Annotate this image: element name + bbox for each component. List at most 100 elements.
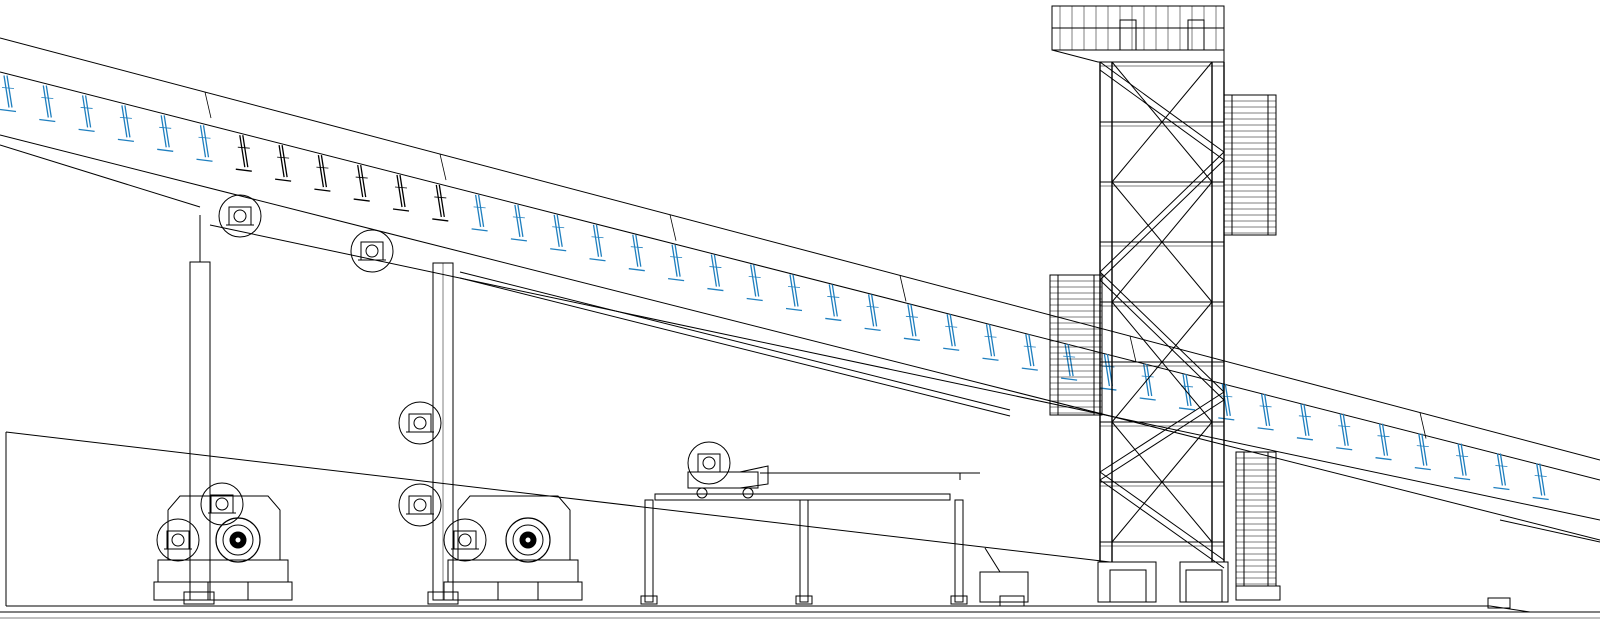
idler-set <box>1139 363 1156 401</box>
idler-roll <box>1456 455 1469 457</box>
floor-end <box>1489 605 1531 613</box>
stair-stringer-4 <box>1099 391 1225 473</box>
landing-right-upper <box>1223 94 1277 236</box>
idler-post <box>946 314 953 347</box>
idler-roll <box>1063 355 1076 358</box>
drive-unit-1-guard <box>167 495 281 561</box>
idler-base <box>0 108 17 113</box>
stair-stringer-lower-3 <box>1099 279 1225 401</box>
bend-pulley-3-ring <box>200 482 244 526</box>
idler-post <box>514 204 521 237</box>
idler-base <box>982 357 999 361</box>
idler-post-2 <box>831 284 838 317</box>
idler-base <box>392 208 410 212</box>
tower-brace-b <box>1111 61 1213 183</box>
idler-post-2 <box>1421 433 1428 466</box>
idler-post-2 <box>1185 373 1192 407</box>
idler-post-2 <box>674 244 681 277</box>
idler-set <box>510 204 527 242</box>
idler-base <box>432 218 449 222</box>
idler-set <box>196 125 213 162</box>
column-1-baseplate <box>183 591 215 605</box>
idler-post <box>199 125 207 158</box>
idler-post-2 <box>124 105 131 138</box>
idler-post <box>1457 443 1464 476</box>
idler-post-2 <box>1342 413 1349 446</box>
idler-post <box>1339 413 1346 446</box>
bend-pulley-1 <box>398 401 442 445</box>
idler-set <box>471 194 488 232</box>
idler-set <box>1257 393 1274 431</box>
idler-base <box>1414 466 1431 471</box>
idler-post <box>1300 403 1307 436</box>
idler-roll <box>41 97 54 99</box>
idler-post <box>81 95 89 128</box>
idler-set <box>157 115 174 152</box>
idler-roll <box>866 305 879 308</box>
drive-pulley-2-shaft <box>458 533 472 547</box>
idler-post-2 <box>988 324 996 357</box>
idler-roll <box>434 196 447 199</box>
drive-units <box>153 495 583 601</box>
tower-brace-b <box>1111 421 1213 543</box>
idler-post <box>1496 453 1504 486</box>
takeup-car-body <box>687 471 759 489</box>
gallery-bay-mark-2 <box>439 153 447 181</box>
idler-post <box>1536 463 1543 496</box>
idler-post <box>750 264 757 297</box>
idler-post-2 <box>1263 393 1271 426</box>
idler-set <box>550 214 567 252</box>
idler-post <box>985 324 993 357</box>
idler-set <box>668 244 685 282</box>
idler-set <box>1454 443 1471 481</box>
idler-roll <box>1416 445 1429 448</box>
takeup-leg-foot-3 <box>950 595 968 605</box>
idler-roll <box>1 87 15 89</box>
idler-roll <box>1220 395 1233 398</box>
idler-base <box>157 148 174 152</box>
idler-roll <box>80 107 93 109</box>
drive-unit-1-motor-inner <box>222 524 254 556</box>
stair-foundation <box>1235 585 1281 601</box>
conveyor-gallery <box>0 37 1600 543</box>
snub-pulley-1-shaft <box>233 209 247 223</box>
idler-post-2 <box>84 95 92 128</box>
idler-base <box>471 228 488 232</box>
idler-post-2 <box>556 214 563 247</box>
stair-stringer-2 <box>1099 151 1225 273</box>
idler-base <box>1218 417 1235 421</box>
belt-return-lower-2 <box>459 277 1011 417</box>
takeup-wheel-2 <box>742 487 754 499</box>
idler-set <box>982 324 999 361</box>
idler-set <box>864 294 881 332</box>
idler-set <box>903 304 920 341</box>
top-platform-underside <box>1051 49 1225 63</box>
idler-base <box>314 188 331 192</box>
idler-post-2 <box>792 274 799 307</box>
takeup-wheel-1 <box>696 487 708 499</box>
idler-set <box>1493 453 1510 491</box>
idler-set <box>1532 463 1549 501</box>
idler-roll <box>394 186 408 189</box>
belt-head-lower <box>1499 519 1600 543</box>
gallery-bay-mark-4 <box>899 275 907 302</box>
tower-foundation-1 <box>1097 561 1157 603</box>
idler-base <box>1178 407 1196 411</box>
idler-set <box>785 274 803 312</box>
idler-post <box>278 145 285 178</box>
idler-post-2 <box>45 85 52 118</box>
bend-pulley-1-shaft <box>413 416 427 430</box>
drive-unit-1-skid <box>153 581 293 601</box>
idler-post <box>121 105 128 138</box>
idler-roll <box>159 126 172 129</box>
belt-return-lower <box>459 271 1011 411</box>
pulleys <box>156 194 731 562</box>
idler-set <box>1414 433 1431 471</box>
idler-post-2 <box>6 75 13 108</box>
idler-set <box>746 264 763 302</box>
drive-unit-1-motor-shaft <box>234 536 242 544</box>
idler-base <box>353 198 370 202</box>
tower-foundation-2-inner <box>1185 569 1223 603</box>
drive-pulley-1-shaft <box>171 533 185 547</box>
